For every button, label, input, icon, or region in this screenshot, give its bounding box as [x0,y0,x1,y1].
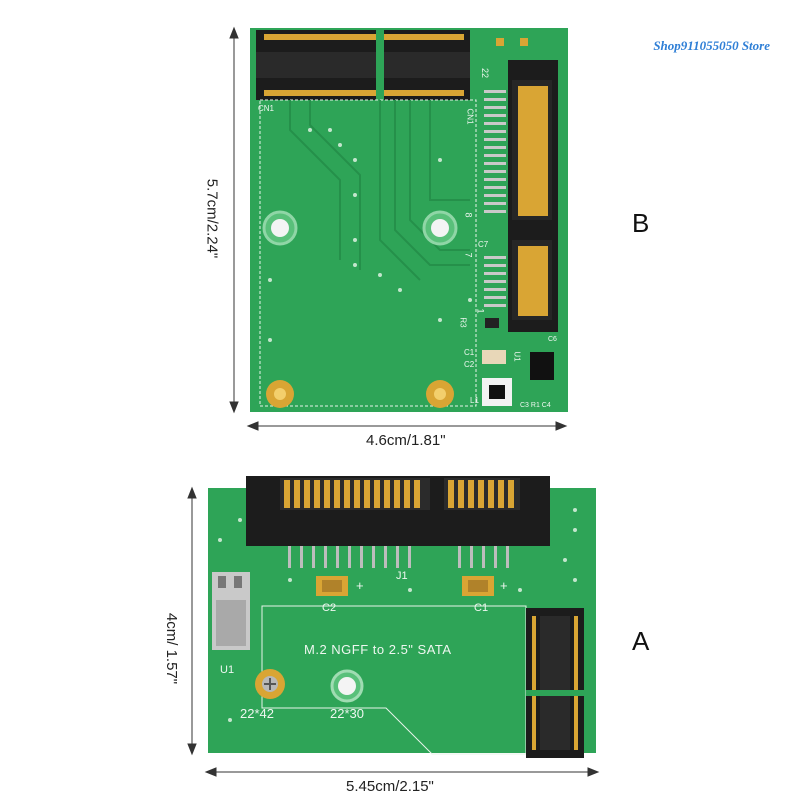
a-silk-c1: C1 [474,602,489,614]
store-watermark: Shop911055050 Store [653,38,770,53]
b-silk-c6: C6 [548,336,557,343]
a-height-dimension [187,486,197,756]
a-sata-pins-data [284,480,420,508]
b-silk-pin-1: 1 [475,308,486,314]
a-width-dimension [204,767,600,777]
b-silk-cn1-side: CN1 [465,108,475,125]
b-component-u1 [530,352,554,380]
b-width-label: 4.6cm/1.81" [366,432,446,449]
a-silk-j1: J1 [396,570,408,582]
b-silk-c2: C2 [464,360,475,369]
b-traces [289,100,470,281]
b-silk-c7: C7 [478,240,489,249]
b-component-r3 [485,318,499,328]
a-silk-plus-c1: + [500,578,508,593]
b-width-dimension [246,421,568,431]
b-component-c1 [482,350,506,364]
b-silk-pin-7: 7 [463,252,474,258]
b-height-label: 5.7cm/2.24" [203,178,221,259]
a-width-label: 5.45cm/2.15" [346,778,434,795]
a-board-title: M.2 NGFF to 2.5" SATA [304,642,452,657]
b-vias [268,128,472,342]
b-top-right-pads [496,38,504,46]
a-vias [218,508,577,722]
b-board-letter: B [632,208,650,238]
a-silk-plus-c2: + [356,578,364,593]
b-silk-r3: R3 [458,317,468,328]
a-sata-leads [288,546,509,568]
b-board-outline [259,99,477,407]
b-sata-pins [518,86,548,316]
a-silk-22x42: 22*42 [240,706,274,721]
a-silk-u1: U1 [220,664,235,676]
a-silk-c2: C2 [322,602,337,614]
a-height-label: 4cm/ 1.57" [163,612,181,685]
a-m2-slot-pins [532,616,578,750]
b-silk-c3: C3 R1 C4 [520,402,551,409]
a-m2-card-outline [261,605,527,755]
b-height-dimension [229,26,239,414]
b-silk-cn1: CN1 [258,104,275,113]
b-silk-c1: C1 [464,348,475,357]
a-board-letter: A [632,626,650,656]
b-silk-u1: U1 [512,351,522,362]
a-sata-pins-power [448,480,514,508]
b-silk-pin-22: 22 [480,67,491,79]
a-silk-22x30: 22*30 [330,706,364,721]
b-silk-pin-8: 8 [463,212,474,218]
b-silk-l1: L1 [470,396,479,405]
b-m2-pins [264,34,464,96]
b-sata-leads [484,90,506,307]
